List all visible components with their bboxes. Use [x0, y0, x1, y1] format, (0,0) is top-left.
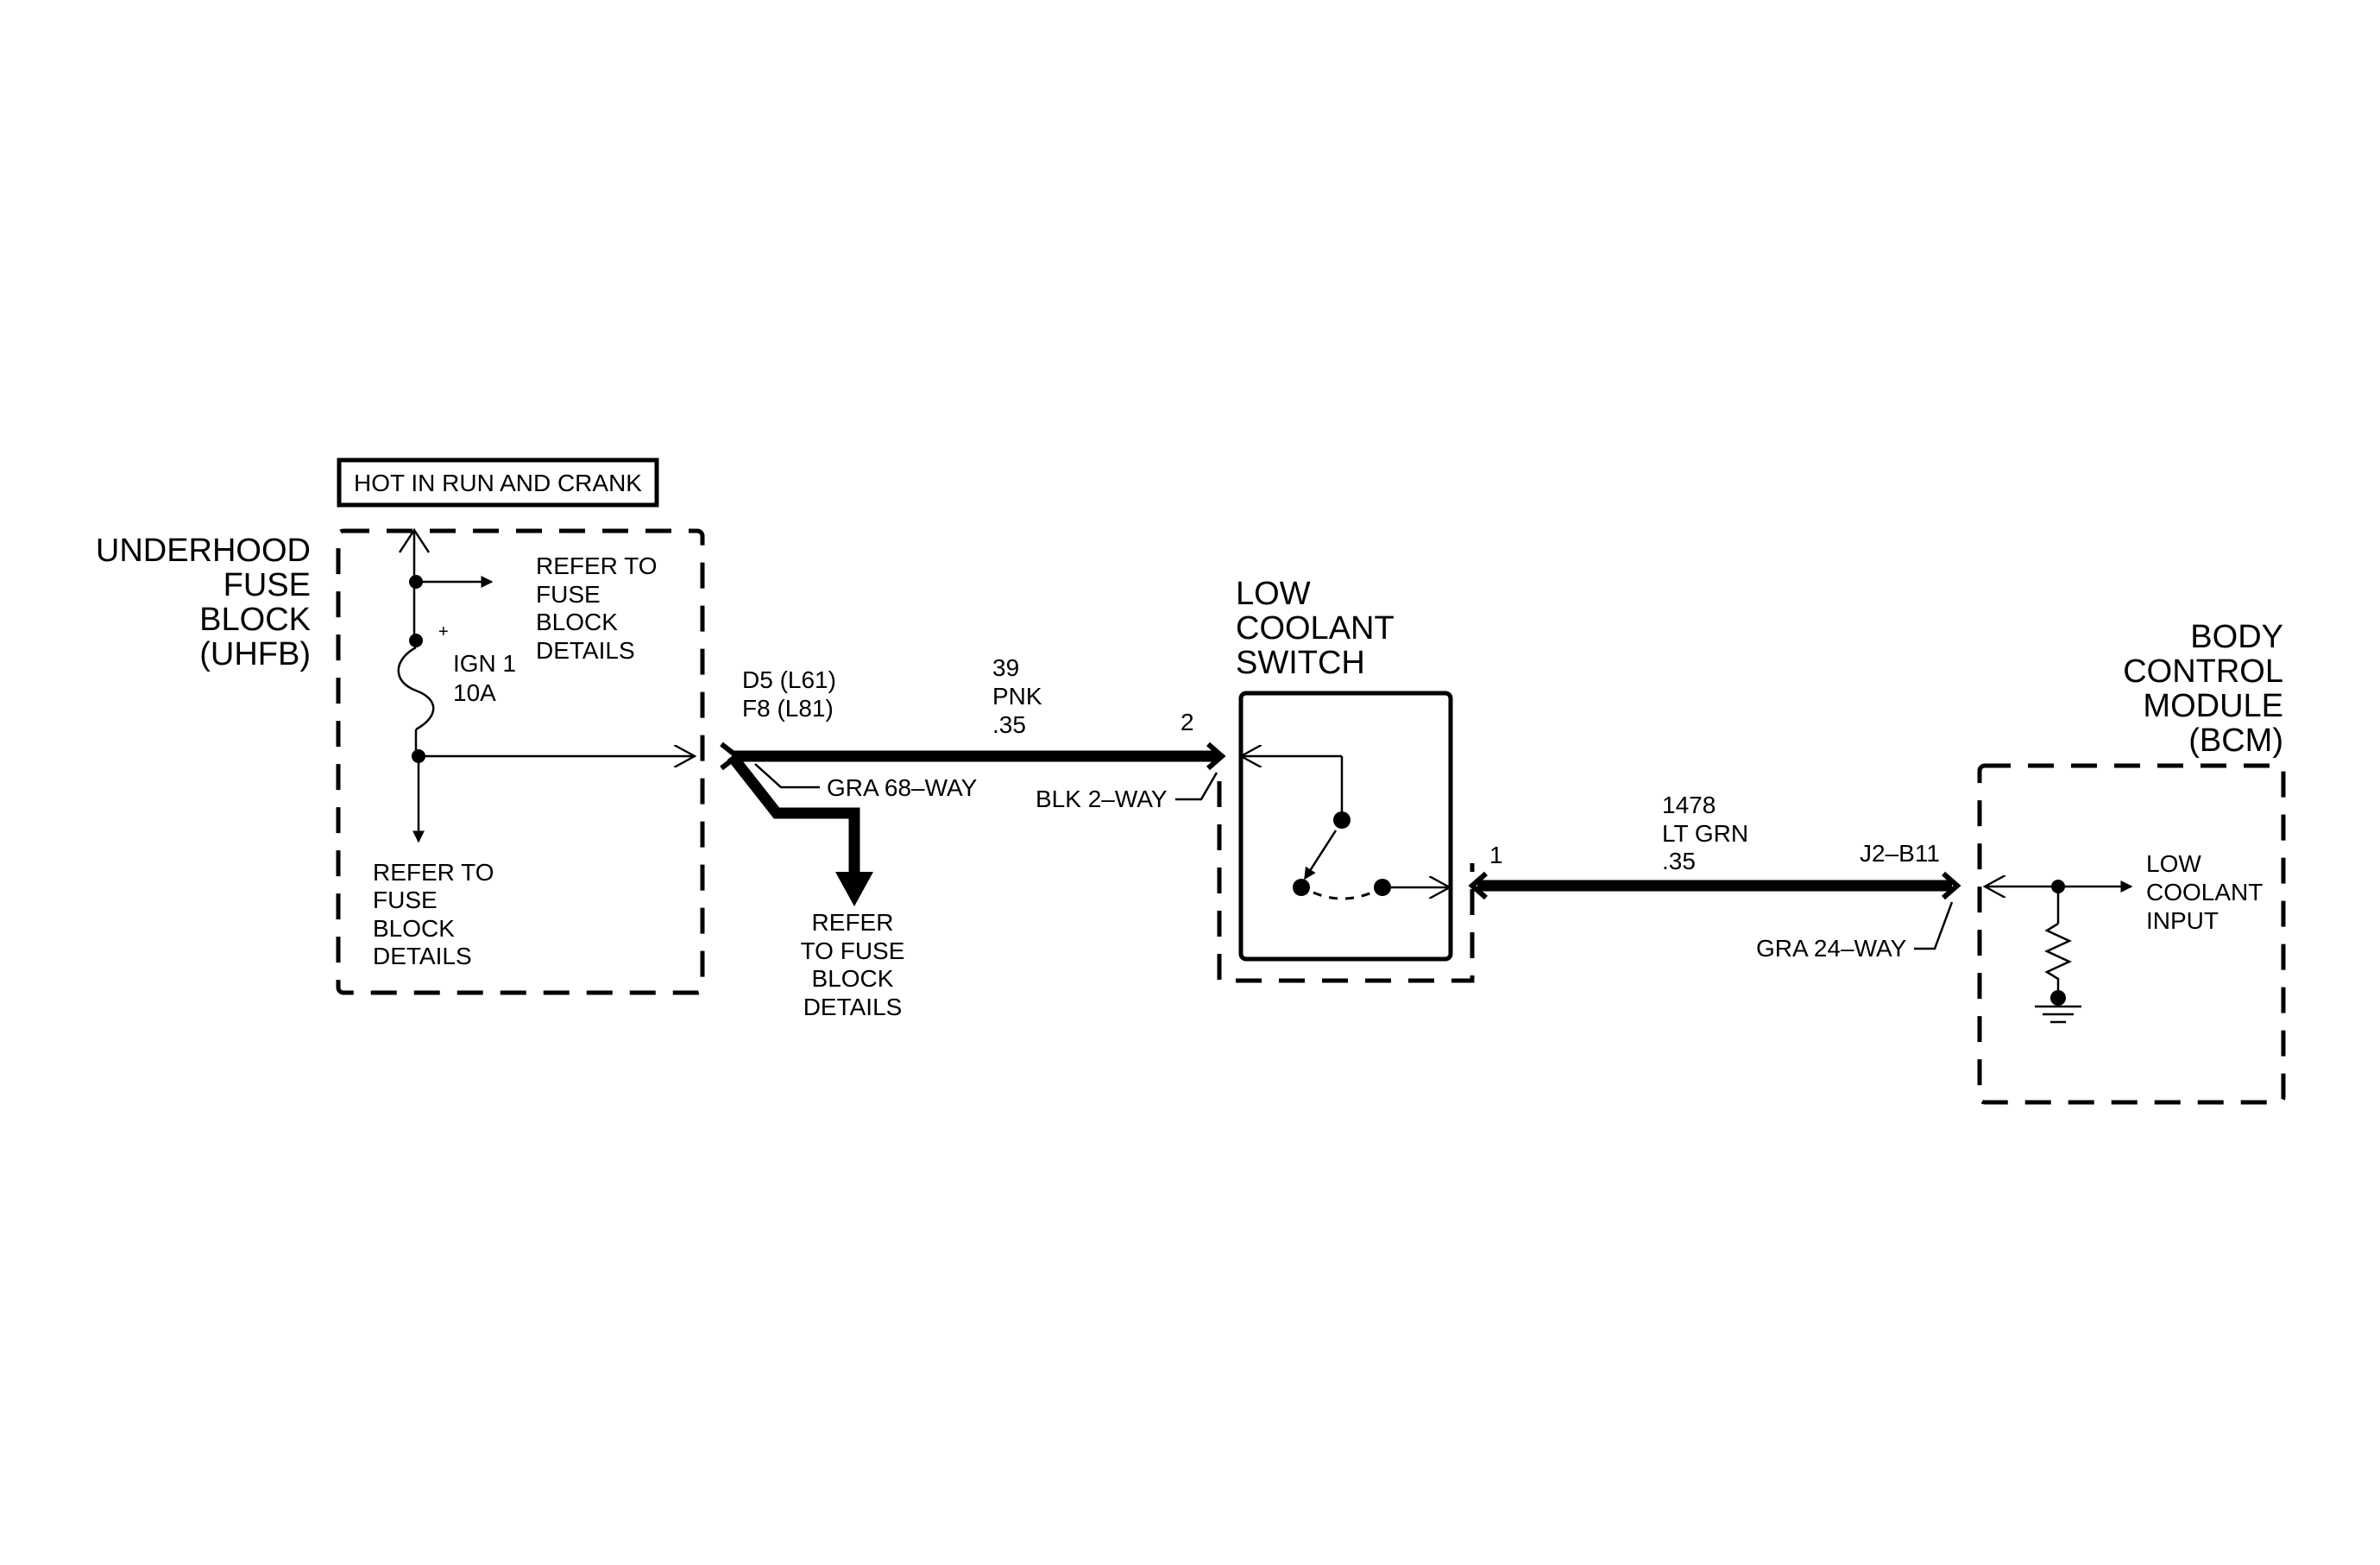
uhfb-dashed-box: [336, 528, 705, 995]
refer-branch-label: REFER TO FUSE BLOCK DETAILS: [801, 909, 905, 1020]
svg-text:BLOCK: BLOCK: [373, 915, 455, 942]
gra-68-way-label: GRA 68–WAY: [827, 774, 978, 801]
svg-text:(BCM): (BCM): [2188, 723, 2283, 759]
blk-2-way-leader: [1175, 772, 1218, 801]
uhfb-connector-pins: D5 (L61) F8 (L81): [742, 666, 836, 722]
bcm-connector-mark: [1942, 871, 1961, 900]
svg-text:PNK: PNK: [992, 683, 1042, 710]
fuse-plus-sign: +: [438, 622, 449, 641]
branch-wire: [727, 752, 860, 876]
svg-text:COOLANT: COOLANT: [2146, 879, 2263, 906]
low-coolant-switch-body: [1238, 691, 1453, 962]
svg-text:REFER TO: REFER TO: [373, 859, 494, 886]
svg-text:39: 39: [992, 654, 1019, 681]
switch-dashed-outline: [1217, 781, 1475, 983]
pull-down-resistor-icon: [2044, 922, 2072, 993]
bcm-input-circuit: [1985, 880, 2133, 1024]
low-coolant-input-label: LOW COOLANT INPUT: [2146, 850, 2263, 934]
svg-text:CONTROL: CONTROL: [2123, 653, 2283, 690]
svg-text:UNDERHOOD: UNDERHOOD: [96, 533, 311, 569]
bcm-name: BODY CONTROL MODULE (BCM): [2123, 619, 2283, 759]
svg-text:REFER: REFER: [812, 909, 894, 936]
svg-text:DETAILS: DETAILS: [803, 994, 903, 1020]
ground-icon: [2035, 1005, 2081, 1024]
switch-contacts: [1241, 756, 1450, 900]
banner-text: HOT IN RUN AND CRANK: [354, 470, 642, 496]
switch-pin-2: 2: [1181, 709, 1194, 735]
svg-text:1478: 1478: [1662, 792, 1716, 818]
svg-text:BLOCK: BLOCK: [199, 602, 311, 638]
gra-24-way-leader: [1914, 901, 1954, 950]
blk-2-way-label: BLK 2–WAY: [1036, 786, 1168, 812]
svg-text:REFER TO: REFER TO: [536, 552, 658, 579]
svg-text:LT GRN: LT GRN: [1662, 820, 1748, 847]
fuse-ign1-label: IGN 1 10A: [453, 650, 516, 706]
svg-text:TO FUSE: TO FUSE: [801, 937, 905, 964]
svg-text:DETAILS: DETAILS: [373, 943, 472, 969]
svg-text:FUSE: FUSE: [373, 887, 438, 913]
fuse-ign1-icon: [397, 646, 435, 731]
svg-text:.35: .35: [1662, 848, 1696, 874]
bcm-dashed-box: [1977, 763, 2286, 1105]
uhfb-name: UNDERHOOD FUSE BLOCK (UHFB): [96, 533, 311, 672]
svg-text:MODULE: MODULE: [2143, 688, 2283, 724]
switch-pin-1: 1: [1489, 842, 1503, 868]
svg-text:COOLANT: COOLANT: [1236, 610, 1395, 647]
svg-text:FUSE: FUSE: [224, 567, 311, 603]
wire-39-label: 39 PNK .35: [992, 654, 1042, 738]
svg-text:BLOCK: BLOCK: [536, 609, 618, 635]
svg-text:FUSE: FUSE: [536, 581, 601, 608]
uhfb-internal-circuit: [397, 527, 695, 843]
svg-text:.35: .35: [992, 711, 1026, 738]
refer-to-fuse-block-bottom: REFER TO FUSE BLOCK DETAILS: [373, 859, 494, 969]
refer-to-fuse-block-top: REFER TO FUSE BLOCK DETAILS: [536, 552, 658, 664]
svg-text:SWITCH: SWITCH: [1236, 645, 1365, 681]
branch-wire-arrow: [835, 872, 873, 906]
gra-24-way-label: GRA 24–WAY: [1756, 935, 1907, 962]
svg-text:INPUT: INPUT: [2146, 907, 2219, 934]
bcm-pin-j2-b11: J2–B11: [1860, 840, 1940, 867]
gra-68-way-leader: [754, 763, 820, 789]
svg-text:D5 (L61): D5 (L61): [742, 666, 836, 693]
svg-text:BODY: BODY: [2190, 619, 2283, 655]
svg-text:LOW: LOW: [2146, 850, 2201, 877]
svg-text:(UHFB): (UHFB): [199, 636, 311, 672]
svg-text:10A: 10A: [453, 679, 496, 706]
svg-text:BLOCK: BLOCK: [812, 965, 894, 992]
svg-text:LOW: LOW: [1236, 576, 1311, 612]
svg-text:IGN 1: IGN 1: [453, 650, 516, 677]
switch-connector-mark-left: [1206, 741, 1226, 771]
hot-in-run-and-crank-banner: HOT IN RUN AND CRANK: [337, 458, 659, 508]
wire-1478-label: 1478 LT GRN .35: [1662, 792, 1748, 874]
svg-text:DETAILS: DETAILS: [536, 637, 635, 664]
low-coolant-switch-name: LOW COOLANT SWITCH: [1236, 576, 1395, 681]
switch-connector-mark-right: [1468, 871, 1488, 900]
fuse-terminal-top: [409, 634, 423, 647]
svg-text:F8 (L81): F8 (L81): [742, 695, 834, 722]
